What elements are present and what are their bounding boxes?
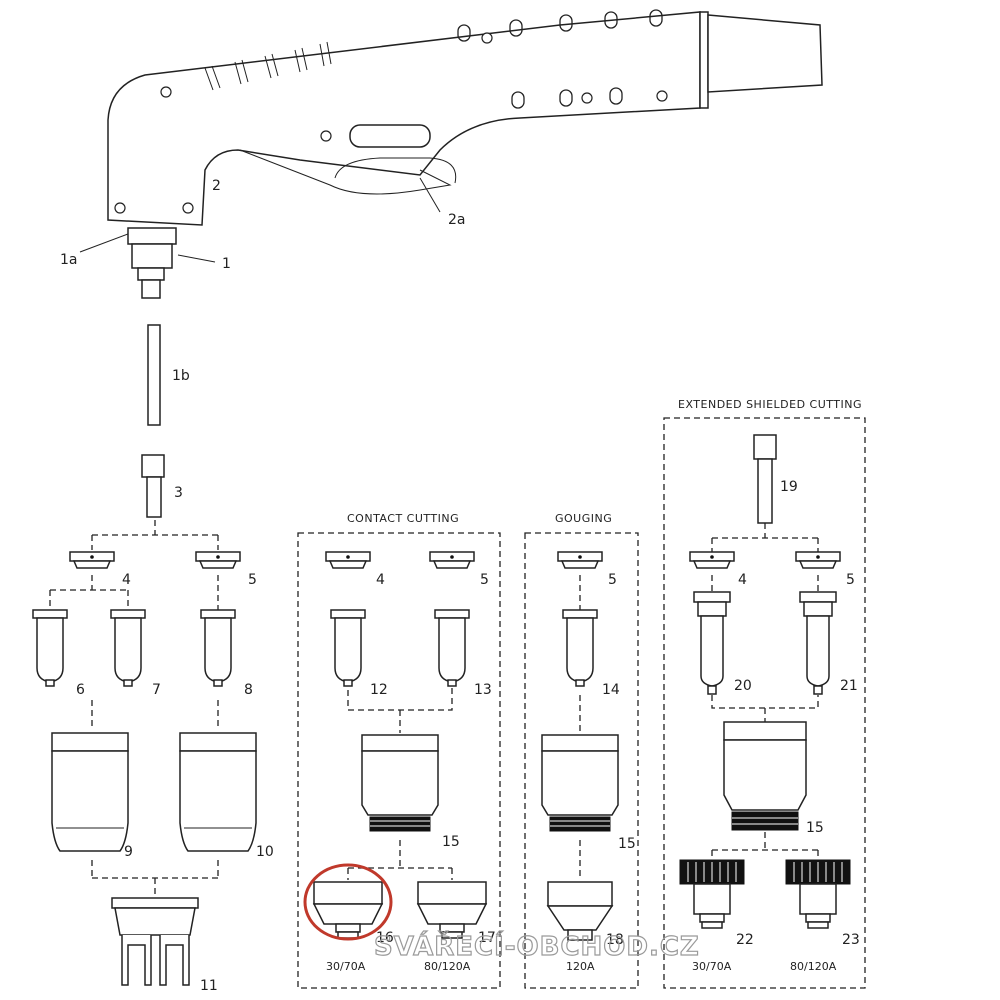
part-13-electrode [434,609,470,687]
torch-body [79,9,823,299]
section-extended: EXTENDED SHIELDED CUTTING [678,398,862,411]
label-3: 3 [174,485,183,501]
label-2a: 2a [448,212,466,228]
section-contact-cutting: CONTACT CUTTING [347,512,459,525]
caption-18: 120A [566,960,595,973]
part-9-nozzle [51,732,129,852]
extended-part-5 [795,551,841,569]
contact-connectors [347,680,453,880]
label-5-gouging: 5 [608,572,617,588]
label-15-gouging: 15 [618,836,636,852]
part-3-fitting [141,454,165,518]
label-4-extended: 4 [738,572,747,588]
part-23-knurled-cap [785,859,851,929]
label-21: 21 [840,678,858,694]
part-8-electrode [200,609,236,687]
highlight-circle [303,863,393,941]
label-2: 2 [212,178,221,194]
part-18-cap [546,881,614,941]
extended-part-4 [689,551,735,569]
part-17-cap [417,881,487,939]
label-8: 8 [244,682,253,698]
contact-cutting-box [297,532,501,989]
label-10: 10 [256,844,274,860]
label-5-extended: 5 [846,572,855,588]
part-6-electrode [32,609,68,687]
part-15-shield-extended [723,721,807,831]
label-19: 19 [780,479,798,495]
label-15-contact: 15 [442,834,460,850]
label-13: 13 [474,682,492,698]
label-5-left: 5 [248,572,257,588]
caption-22: 30/70A [692,960,732,973]
part-14-electrode [562,609,598,687]
part-7-electrode [110,609,146,687]
part-15-shield-contact [361,734,439,832]
part-16-cap [313,881,383,939]
label-1a: 1a [60,252,78,268]
contact-part-4 [325,551,371,569]
left-set-connectors [49,520,219,895]
part-1b-rod [147,324,161,426]
part-21-electrode [799,591,837,695]
caption-23: 80/120A [790,960,837,973]
label-11: 11 [200,978,218,994]
label-22: 22 [736,932,754,948]
part-20-electrode [693,591,731,695]
label-5-contact: 5 [480,572,489,588]
label-17: 17 [478,930,496,946]
label-4-contact: 4 [376,572,385,588]
extended-connectors [711,523,819,860]
part-4-insulator [69,551,115,569]
label-1: 1 [222,256,231,272]
part-5-insulator [195,551,241,569]
part-15-shield-gouging [541,734,619,832]
label-12: 12 [370,682,388,698]
part-11-spacer [111,897,199,986]
watermark: SVÁŘECÍ-OBCHOD.CZ [374,930,700,962]
contact-part-5 [429,551,475,569]
part-19-fitting [753,434,777,524]
part-10-nozzle [179,732,257,852]
label-23: 23 [842,932,860,948]
label-4-left: 4 [122,572,131,588]
label-14: 14 [602,682,620,698]
label-16: 16 [376,930,394,946]
label-7: 7 [152,682,161,698]
label-6: 6 [76,682,85,698]
caption-17: 80/120A [424,960,471,973]
gouging-part-5 [557,551,603,569]
section-gouging: GOUGING [555,512,612,525]
caption-16: 30/70A [326,960,366,973]
label-1b: 1b [172,368,190,384]
label-20: 20 [734,678,752,694]
label-9: 9 [124,844,133,860]
extended-box [663,417,866,989]
label-15-extended: 15 [806,820,824,836]
label-18: 18 [606,932,624,948]
part-12-electrode [330,609,366,687]
part-22-knurled-cap [679,859,745,929]
gouging-box [524,532,639,989]
